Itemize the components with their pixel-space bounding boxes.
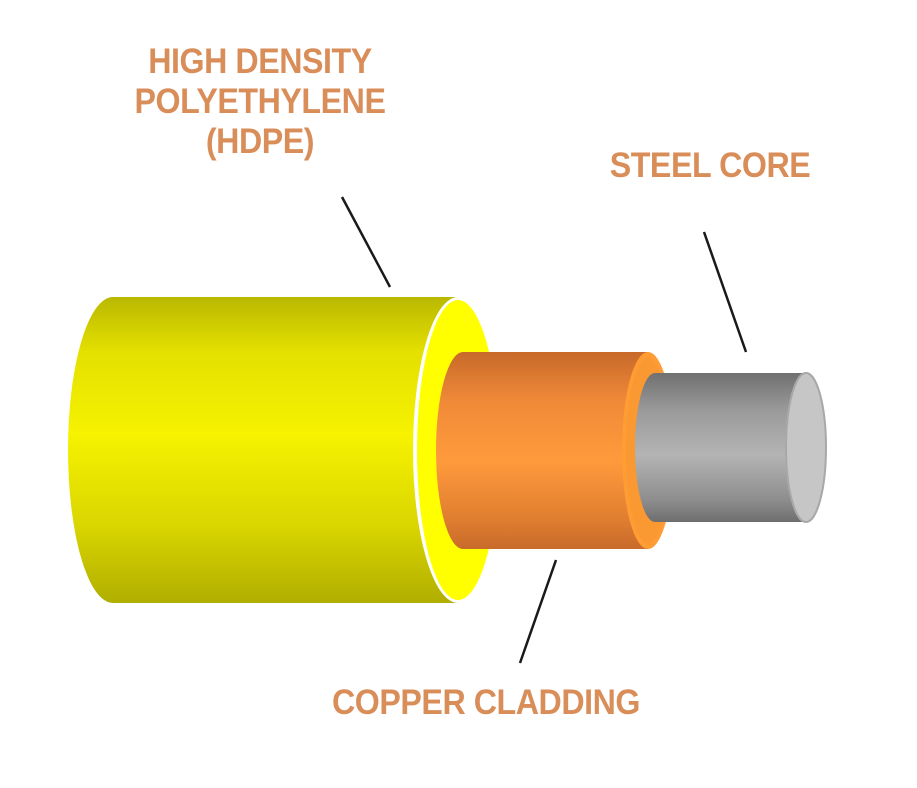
steel-core-label: STEEL CORE: [609, 146, 811, 185]
copper-cladding-leader-line: [518, 559, 558, 664]
copper-cladding-label: COPPER CLADDING: [332, 683, 640, 722]
hdpe-label-line-2: POLYETHYLENE: [134, 82, 386, 121]
steel-body: [635, 373, 806, 522]
steel-face: [786, 373, 826, 522]
hdpe-body: [68, 297, 459, 603]
steel-core: [635, 372, 827, 523]
hdpe-leader-line: [340, 196, 392, 288]
hdpe-label-line-1: HIGH DENSITY: [148, 42, 372, 81]
copper-body: [436, 352, 648, 549]
hdpe-label: HIGH DENSITY POLYETHYLENE (HDPE): [108, 42, 412, 162]
steel-core-leader-line: [702, 231, 748, 353]
steel-face-rim: [785, 372, 827, 523]
hdpe-label-line-3: (HDPE): [205, 122, 315, 161]
